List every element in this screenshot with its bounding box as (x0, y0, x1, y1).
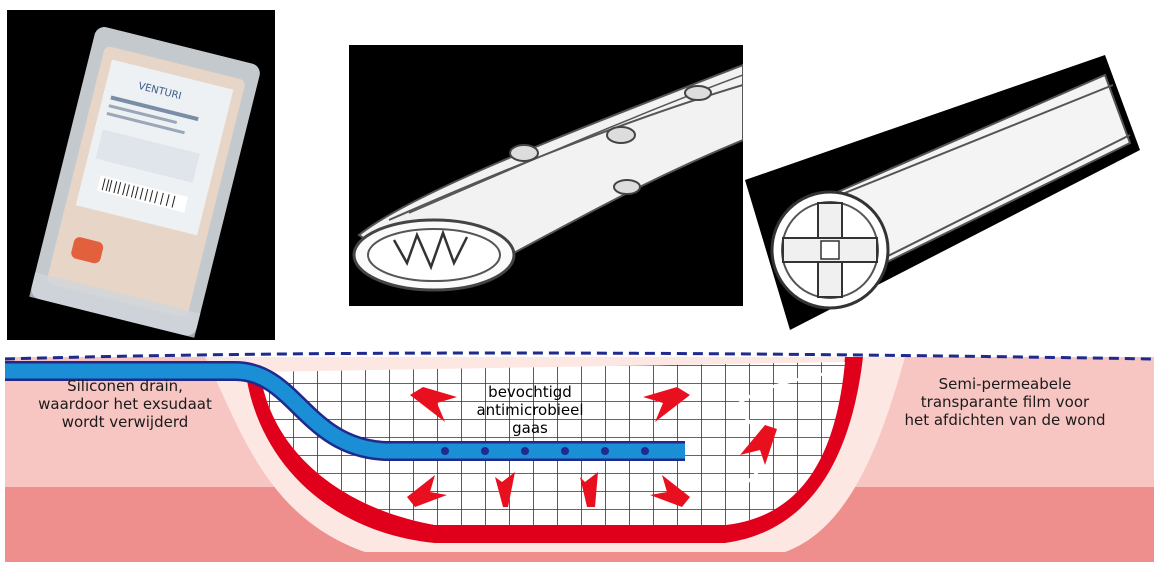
wound-cross-section: Siliconen drain, waardoor het exsudaat w… (5, 347, 1154, 562)
gauze-label-line-3: gaas (460, 419, 600, 437)
film-label: Semi-permeabele transparante film voor h… (860, 375, 1150, 429)
flat-drain-illustration (349, 45, 743, 306)
round-drain-illustration (745, 55, 1140, 330)
film-label-line-3: het afdichten van de wond (860, 411, 1150, 429)
drain-label-line-1: Siliconen drain, (5, 377, 245, 395)
drain-label-line-3: wordt verwijderd (5, 413, 245, 431)
gauze-label-line-1: bevochtigd (460, 383, 600, 401)
film-label-line-1: Semi-permeabele (860, 375, 1150, 393)
film-label-line-2: transparante film voor (860, 393, 1150, 411)
flat-drain-drawing (349, 45, 743, 306)
drain-label-line-2: waardoor het exsudaat (5, 395, 245, 413)
package-image: VENTURI (7, 10, 275, 340)
round-drain-drawing (745, 55, 1140, 330)
product-package-photo: VENTURI (7, 10, 275, 340)
gauze-label: bevochtigd antimicrobieel gaas (460, 383, 600, 437)
drain-label: Siliconen drain, waardoor het exsudaat w… (5, 377, 245, 431)
gauze-label-line-2: antimicrobieel (460, 401, 600, 419)
